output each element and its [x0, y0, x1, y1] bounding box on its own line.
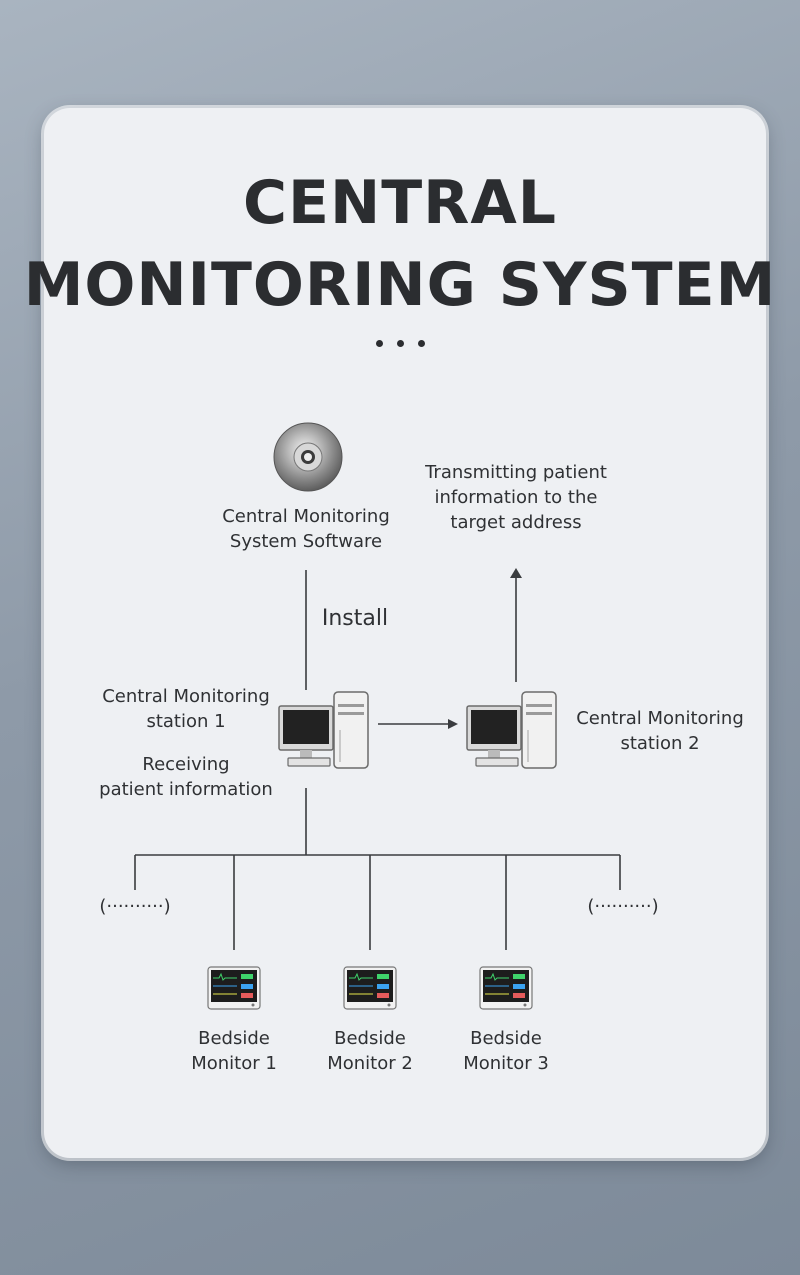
disc-icon — [273, 422, 343, 492]
arrow-up-head — [510, 568, 522, 578]
patient-monitor-icon — [343, 966, 397, 1010]
computer-icon — [466, 691, 557, 769]
dots-separator — [0, 332, 800, 351]
computer-icon — [278, 691, 369, 769]
patient-monitor-icon — [479, 966, 533, 1010]
ellipsis-left: (··········) — [99, 896, 171, 917]
title-line-2: MONITORING SYSTEM — [23, 250, 777, 320]
patient-monitor-icon — [207, 966, 261, 1010]
content-card — [44, 108, 766, 1158]
arrow-right-head — [448, 719, 458, 729]
ellipsis-right: (··········) — [587, 896, 659, 917]
install-label: Install — [321, 606, 389, 631]
title-line-1: CENTRAL — [242, 168, 558, 238]
